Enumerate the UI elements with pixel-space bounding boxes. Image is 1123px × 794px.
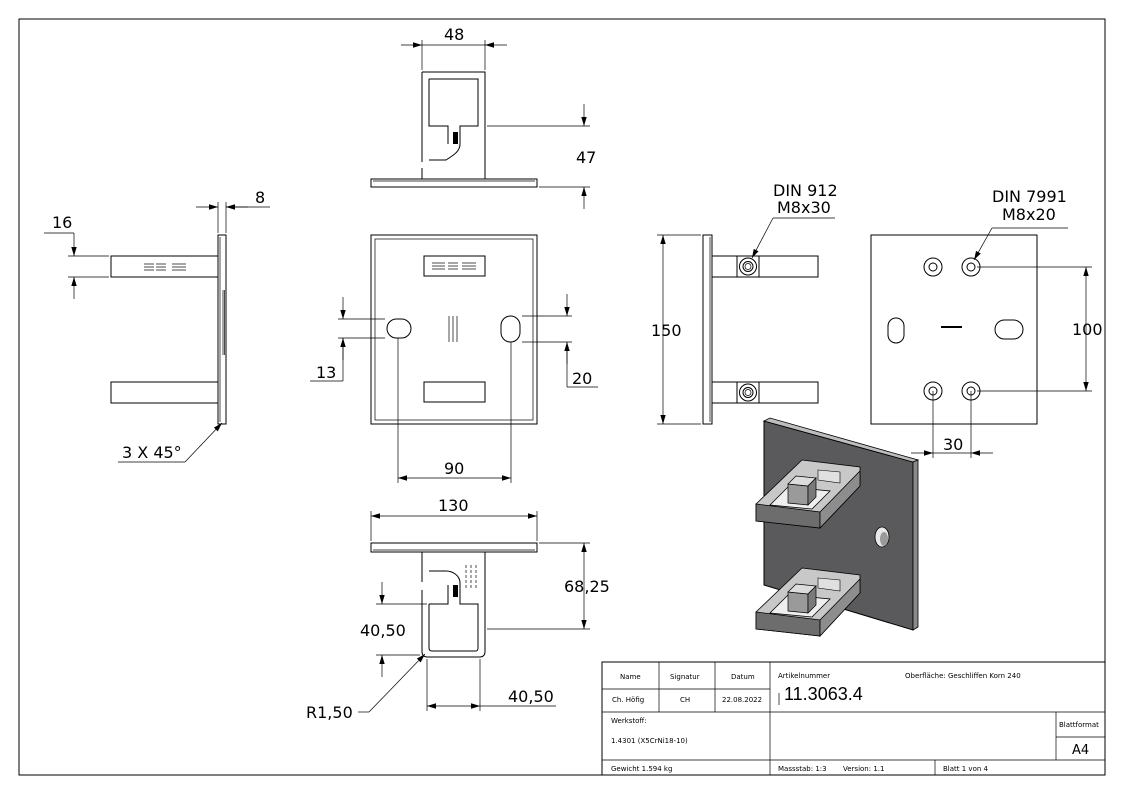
top-view: 48 47 — [370, 25, 596, 209]
tb-article-number: 11.3063.4 — [784, 684, 863, 704]
dim-tube-height: 40,50 — [360, 621, 406, 640]
tb-gewicht: Gewicht 1.594 kg — [611, 765, 672, 773]
dim-slot-spacing: 90 — [444, 459, 464, 478]
tb-werkstoff-value: 1.4301 (X5CrNi18-10) — [611, 737, 688, 745]
tb-werkstoff-label: Werkstoff: — [611, 717, 647, 725]
dim-height-150: 150 — [651, 321, 682, 340]
tb-massstab: Massstab: 1:3 — [778, 765, 827, 773]
tb-artikelnummer-label: Artikelnummer — [778, 672, 830, 680]
dim-slot-20: 20 — [572, 369, 592, 388]
tb-oberflaeche: Oberfläche: Geschliffen Korn 240 — [905, 672, 1021, 680]
bottom-view: 130 68,25 40,50 40,50 R1,50 — [306, 496, 610, 722]
dim-radius: R1,50 — [306, 703, 353, 722]
callout-din912-line1: DIN 912 — [773, 181, 838, 200]
right-side-view: 150 DIN 912 M8x30 — [651, 181, 838, 425]
dim-tube-width: 40,50 — [508, 687, 554, 706]
front-view: 13 20 90 — [310, 234, 598, 483]
tb-blattformat-label: Blattformat — [1059, 721, 1099, 729]
tb-datum-header: Datum — [731, 673, 755, 681]
callout-din7991-line2: M8x20 — [1002, 205, 1056, 224]
tb-datum-value: 22.08.2022 — [722, 696, 762, 704]
dim-side-8: 8 — [255, 188, 265, 207]
dim-top-width: 48 — [444, 25, 464, 44]
dim-bottom-width: 130 — [438, 496, 469, 515]
title-block: Name Signatur Datum Ch. Höfig CH 22.08.2… — [601, 661, 1106, 776]
tb-signatur-value: CH — [680, 696, 690, 704]
left-side-view: 16 8 3 X 45° — [44, 188, 270, 463]
dim-slot-13: 13 — [316, 363, 336, 382]
callout-chamfer: 3 X 45° — [122, 443, 182, 462]
tb-name-value: Ch. Höfig — [612, 696, 644, 704]
tb-blatt: Blatt 1 von 4 — [943, 765, 989, 773]
callout-din912-line2: M8x30 — [777, 198, 831, 217]
back-view: 100 30 DIN 7991 M8x20 — [870, 187, 1103, 458]
dim-bottom-height: 68,25 — [564, 577, 610, 596]
isometric-view — [755, 417, 920, 638]
tb-blattformat-value: A4 — [1072, 743, 1089, 758]
callout-din7991-line1: DIN 7991 — [992, 187, 1067, 206]
tb-version: Version: 1.1 — [843, 765, 884, 773]
dim-hole-spacing-30: 30 — [943, 435, 963, 454]
tb-name-header: Name — [620, 673, 641, 681]
dim-side-16: 16 — [52, 213, 72, 232]
dim-top-height: 47 — [576, 148, 596, 167]
sheet-border — [18, 18, 1106, 776]
dim-hole-spacing-100: 100 — [1072, 320, 1103, 339]
tb-signatur-header: Signatur — [670, 673, 700, 681]
